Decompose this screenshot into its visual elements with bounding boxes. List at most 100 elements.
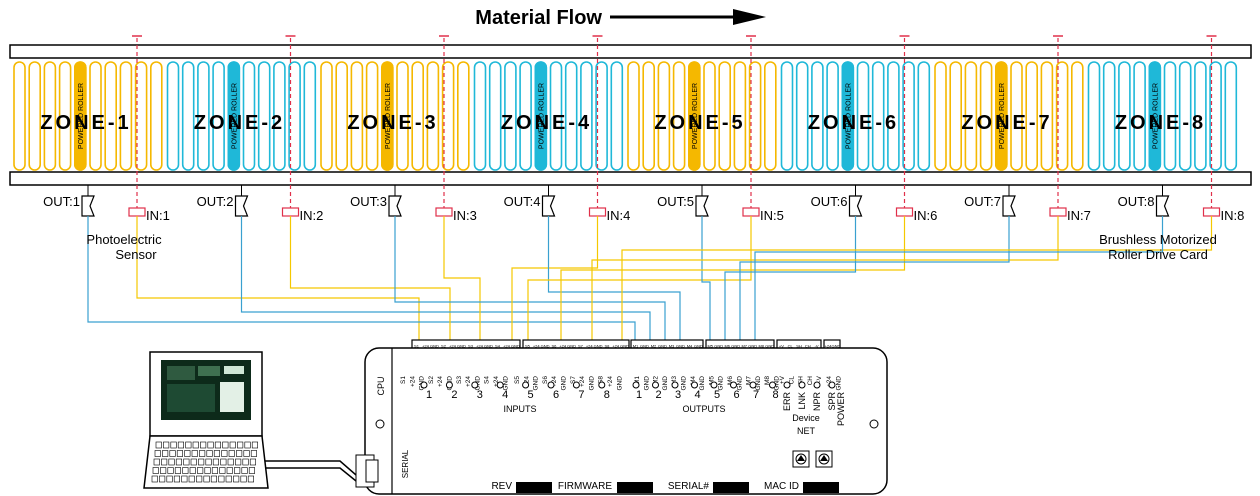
zone-label: ZONE-7 [961,112,1052,134]
zone-4-rollers: POWERED ROLLER [473,61,624,171]
output-led [691,381,698,389]
keyboard-key [199,450,206,457]
roller [1025,61,1038,171]
keyboard-key [225,475,232,483]
powered-roller-label: POWERED ROLLER [78,83,85,149]
board-pin-label: M3 [671,376,678,385]
roller [166,61,180,171]
powered-roller [1148,61,1162,171]
roller [396,61,409,171]
roller [1178,61,1192,171]
flow-arrow-icon [610,9,766,25]
status-led-label: LNK [797,392,807,410]
in-label: IN:5 [760,208,784,223]
roller [610,61,624,171]
controller-board: CPU S1+24GNDS2+24GNDS3+24GNDS4+24GNDS5+2… [364,347,888,495]
keyboard-key [190,458,197,466]
keyboard-key [183,458,190,466]
roller [335,61,349,171]
status-led [783,381,791,389]
keyboard-key [227,458,234,466]
roller [763,61,777,171]
keyboard-key [167,467,174,474]
roller [242,61,256,171]
output-led [710,381,718,389]
output-led [671,381,679,389]
status-led-label: ERR [782,392,792,412]
zone-label: ZONE-8 [1115,112,1206,134]
roller [1194,61,1207,171]
firmware-label: FIRMWARE [558,481,612,492]
roller [627,61,640,171]
sensor-wire-3 [443,216,481,340]
roller [150,61,163,171]
roller [441,61,455,171]
board-pin-label: +24 [607,376,614,387]
terminal-pin: CL [788,344,794,349]
in-label: IN:2 [300,208,324,223]
terminal-pin: GND [541,344,550,349]
output-wire-2 [240,216,651,340]
board-pin-label: GND [616,376,623,391]
roller [979,61,993,171]
keyboard-key [219,467,226,474]
output-number: 3 [675,389,681,401]
keyboard-key [203,475,210,483]
board-pin-label: -V [816,375,823,382]
terminal-pin: +24 [476,344,484,349]
terminal-pin: GND [640,344,649,349]
roller [1102,61,1116,171]
roller [917,61,931,171]
sensor-wire-4 [511,216,599,340]
keyboard-key [184,450,191,457]
input-number: 8 [604,389,610,401]
board-pin-label: GND [681,376,688,391]
board-pin-label: +24 [409,376,416,387]
keyboard-key [236,450,243,457]
sensor-head-icon [1202,207,1221,217]
keyboard-key [244,441,251,449]
drive-output-6: OUT:6 [811,185,863,217]
output-number: 8 [772,389,778,401]
keyboard-key [162,450,169,457]
board-pin-label: M4 [690,376,697,385]
terminal-pin: +24 [533,344,541,349]
terminal-pin: GND [511,344,520,349]
photoelectric-sensor-8: IN:8 [1202,35,1244,223]
keyboard-key [242,458,249,466]
device-label: Device [792,413,820,423]
roller [181,61,195,171]
roller [964,61,978,171]
photoelectric-sensor-1: IN:1 [128,35,170,223]
roller [303,61,317,171]
board-pin-label: M2 [653,376,660,385]
out-label: OUT:2 [197,194,234,209]
roller [350,61,364,171]
roller [273,61,286,171]
input-led [445,381,453,389]
board-pin-label: CH [807,376,814,386]
keyboard-key [176,450,183,457]
roller [1163,61,1177,171]
output-connector-icon [1002,195,1016,217]
mac-id-field [803,482,839,493]
keyboard-key [251,441,258,449]
output-wire-8 [754,216,1164,340]
in-label: IN:1 [146,208,170,223]
roller [89,61,102,171]
right-mount-hole [869,419,879,429]
terminal-pin: +24 [422,344,430,349]
sensor-wire-7 [591,216,1059,340]
input-led [598,381,606,389]
terminal-pin: S8 [604,344,610,349]
zone-label: ZONE-3 [347,112,438,134]
terminal-pin: GND [457,344,466,349]
roller [718,61,732,171]
board-pin-label: +24 [826,376,833,387]
input-number: 4 [502,389,508,401]
keyboard-key [206,450,213,457]
output-number: 2 [655,389,661,401]
sensor-wire-6 [560,216,906,340]
